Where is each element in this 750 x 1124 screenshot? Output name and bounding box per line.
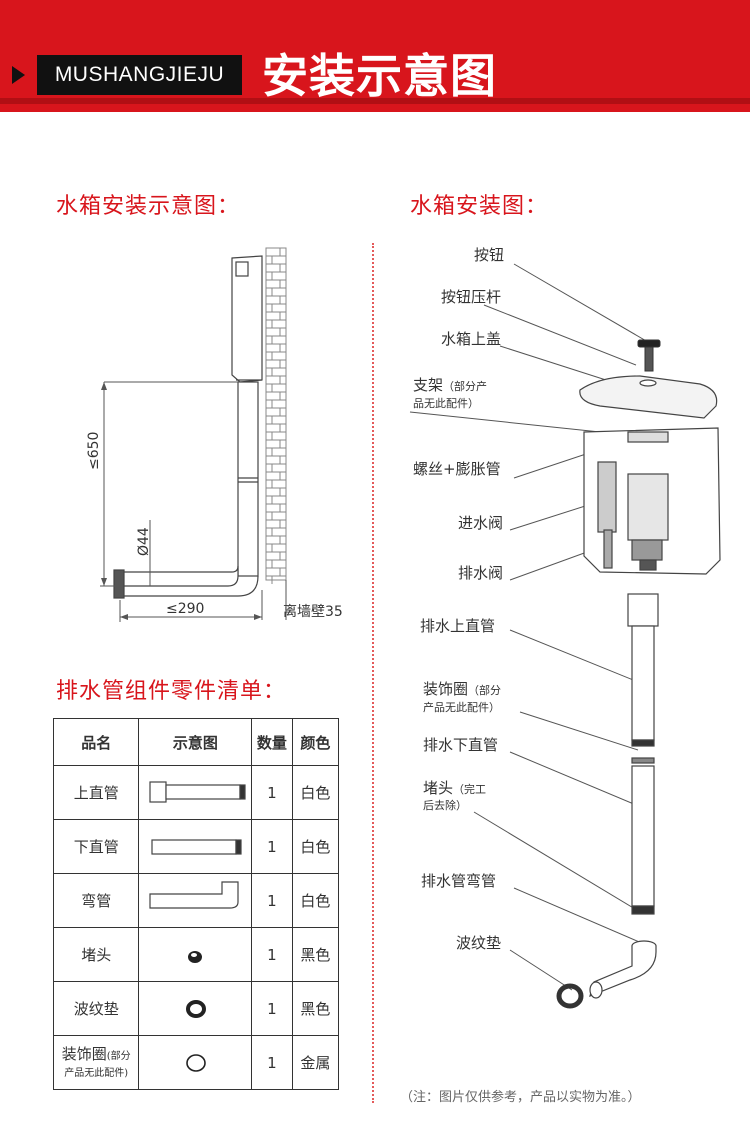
play-triangle-icon xyxy=(12,66,25,84)
label-tank-lid: 水箱上盖 xyxy=(441,330,502,348)
label-plug: 堵头（完工 xyxy=(423,779,487,797)
upper-pipe-part xyxy=(627,593,659,747)
part-name: 波纹垫 xyxy=(52,981,140,1036)
label-plug-note: 后去除） xyxy=(423,799,467,812)
part-qty: 1 xyxy=(251,873,293,928)
part-color: 白色 xyxy=(291,819,340,874)
label-lower-pipe: 排水下直管 xyxy=(423,736,499,754)
brand-label: MUSHANGJIEJU xyxy=(37,55,242,95)
dim-diameter-label: Ø44 xyxy=(136,527,152,556)
label-bracket: 支架（部分产 xyxy=(413,376,488,394)
part-name: 弯管 xyxy=(52,873,140,928)
label-button: 按钮 xyxy=(474,246,505,264)
label-screw: 螺丝+膨胀管 xyxy=(413,460,501,478)
table-row: 上直管 1 白色 xyxy=(52,765,340,820)
part-name: 堵头 xyxy=(52,927,140,982)
part-diagram xyxy=(138,1035,253,1090)
part-color: 白色 xyxy=(291,873,340,928)
elbow-part xyxy=(589,940,657,999)
tank-diagram-title: 水箱安装示意图： xyxy=(56,194,241,219)
tank-install-title: 水箱安装图： xyxy=(410,194,549,219)
dim-wall-label: 离墙壁35 xyxy=(283,604,343,620)
label-button-rod: 按钮压杆 xyxy=(441,288,502,306)
part-color: 黑色 xyxy=(291,981,340,1036)
label-elbow: 排水管弯管 xyxy=(421,872,497,890)
table-row: 弯管 1 白色 xyxy=(52,873,340,928)
header-color: 颜色 xyxy=(291,718,340,766)
label-deco-ring-note: 产品无此配件） xyxy=(423,701,500,714)
part-name: 下直管 xyxy=(52,819,140,874)
part-diagram xyxy=(138,873,253,928)
banner-stripe xyxy=(0,98,750,104)
part-diagram xyxy=(138,927,253,982)
page-title: 安装示意图 xyxy=(262,49,497,103)
lower-pipe-part xyxy=(631,757,655,915)
part-qty: 1 xyxy=(251,981,293,1036)
brick-wall xyxy=(265,247,287,584)
footnote: （注：图片仅供参考，产品以实物为准。） xyxy=(400,1090,641,1105)
part-color: 白色 xyxy=(291,765,340,820)
part-diagram xyxy=(138,981,253,1036)
parts-table: 品名 示意图 数量 颜色 上直管 1 白色 下直管 1 白色 弯管 1 白色 堵… xyxy=(52,718,340,1090)
dim-width-label: ≤290 xyxy=(166,601,205,617)
gasket-part xyxy=(556,983,584,1009)
header-diagram: 示意图 xyxy=(138,718,253,766)
label-bracket-note: 品无此配件） xyxy=(413,397,479,410)
dimension-lines xyxy=(100,381,262,622)
tank-body-part xyxy=(583,427,721,575)
label-drain-valve: 排水阀 xyxy=(458,564,504,582)
label-deco-ring: 装饰圈（部分 xyxy=(423,680,502,698)
part-qty: 1 xyxy=(251,765,293,820)
dim-height-label: ≤650 xyxy=(86,431,102,470)
dotted-divider xyxy=(372,243,374,1103)
label-inlet-valve: 进水阀 xyxy=(458,514,504,532)
parts-list-title: 排水管组件零件清单： xyxy=(56,679,287,704)
table-row: 装饰圈(部分 产品无此配件) 1 金属 xyxy=(52,1035,340,1090)
label-upper-pipe: 排水上直管 xyxy=(420,617,496,635)
table-row: 堵头 1 黑色 xyxy=(52,927,340,982)
header-name: 品名 xyxy=(52,718,140,766)
part-name: 上直管 xyxy=(52,765,140,820)
part-color: 金属 xyxy=(291,1035,340,1090)
table-row: 波纹垫 1 黑色 xyxy=(52,981,340,1036)
table-row: 下直管 1 白色 xyxy=(52,819,340,874)
label-gasket: 波纹垫 xyxy=(456,934,502,952)
part-color: 黑色 xyxy=(291,927,340,982)
tank-lid-part xyxy=(579,375,718,419)
header-qty: 数量 xyxy=(251,718,293,766)
table-header-row: 品名 示意图 数量 颜色 xyxy=(52,718,340,766)
button-part xyxy=(637,339,661,372)
part-qty: 1 xyxy=(251,927,293,982)
part-qty: 1 xyxy=(251,819,293,874)
part-qty: 1 xyxy=(251,1035,293,1090)
part-diagram xyxy=(138,765,253,820)
part-diagram xyxy=(138,819,253,874)
part-name: 装饰圈(部分 产品无此配件) xyxy=(52,1035,140,1090)
